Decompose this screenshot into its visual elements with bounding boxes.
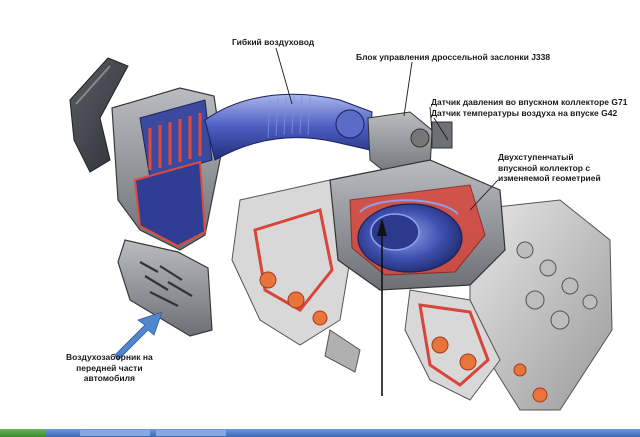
- start-button[interactable]: [0, 429, 46, 437]
- taskbar-tab[interactable]: [80, 430, 150, 436]
- label-temperature-sensor: Датчик температуры воздуха на впуске G42: [431, 108, 618, 118]
- engine-block: [469, 199, 613, 411]
- air-intake-arrow: [114, 311, 163, 361]
- leader-lines: [275, 47, 499, 211]
- cylinder-head-cutaway: [231, 179, 501, 401]
- label-air-intake-line3: автомобиля: [83, 373, 135, 383]
- front-air-scoop: [117, 239, 213, 337]
- label-intake-manifold-line2: впускной коллектор с: [498, 162, 591, 173]
- label-intake-manifold-line3: изменяемой геометрией: [498, 173, 601, 183]
- air-filter-box: [111, 87, 223, 251]
- airflow-arrow: [377, 218, 387, 396]
- label-intake-manifold: Двухступенчатый впускной коллектор с изм…: [498, 152, 601, 184]
- label-air-intake: Воздухозаборник на передней части автомо…: [66, 352, 153, 384]
- taskbar: [0, 429, 640, 437]
- label-air-intake-line1: Воздухозаборник на: [66, 352, 153, 362]
- label-air-intake-line2: передней части: [76, 362, 143, 373]
- variable-intake-manifold: [329, 159, 506, 291]
- label-pressure-sensor: Датчик давления во впускном коллекторе G…: [431, 97, 628, 107]
- label-throttle-control-unit: Блок управления дроссельной заслонки J33…: [356, 52, 551, 62]
- label-flexible-air-duct: Гибкий воздуховод: [232, 37, 315, 47]
- intake-snorkel: [69, 57, 129, 173]
- flexible-air-duct: [204, 93, 373, 161]
- taskbar-tab[interactable]: [156, 430, 226, 436]
- label-intake-manifold-line1: Двухступенчатый: [498, 152, 574, 162]
